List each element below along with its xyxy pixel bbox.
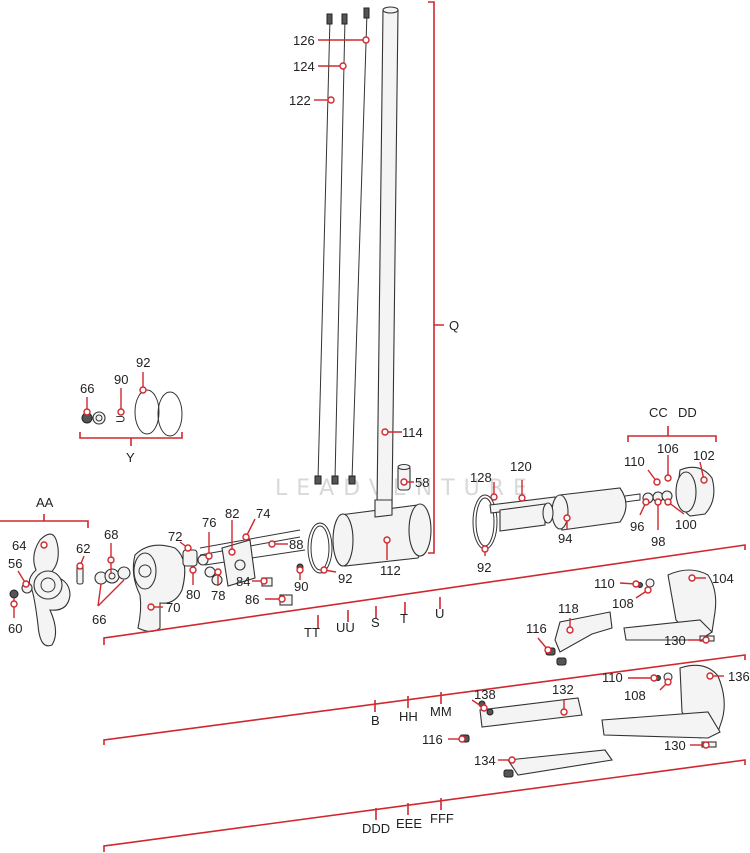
part-label-116-handle1: 116 (526, 621, 547, 636)
armature-94 (559, 487, 627, 531)
svg-text:⊃: ⊃ (115, 411, 126, 426)
part-label-92-armature: 92 (477, 560, 491, 575)
part-label-124: 124 (293, 59, 315, 74)
part-label-114: 114 (402, 425, 423, 440)
part-label-76: 76 (202, 515, 216, 530)
handle-134 (507, 749, 613, 776)
part-label-86: 86 (245, 592, 259, 607)
part-label-56: 56 (8, 556, 22, 571)
assembly-label-B: B (371, 713, 380, 728)
divider-line-2 (103, 654, 746, 745)
part-label-104: 104 (712, 571, 734, 586)
part-label-62: 62 (76, 541, 90, 556)
part-label-78: 78 (211, 588, 225, 603)
propeller-group: 64 62 56 60 68 66 70 (8, 527, 186, 647)
part-label-66-prop: 66 (92, 612, 106, 627)
part-label-90-motor: 90 (294, 579, 308, 594)
wire-122 (317, 17, 331, 481)
wire-124-terminal (341, 13, 348, 25)
kit-y-parts: ⊃ 66 90 92 (80, 355, 183, 437)
part-label-110-handle1: 110 (594, 576, 615, 591)
part-label-70: 70 (166, 600, 180, 615)
assembly-label-TT: TT (304, 625, 320, 640)
assembly-label-AA: AA (36, 495, 54, 510)
part-label-132: 132 (552, 682, 574, 697)
assembly-label-DD: DD (678, 405, 697, 420)
part-label-110-endcap: 110 (624, 454, 645, 469)
part-label-102: 102 (693, 448, 715, 463)
part-label-94: 94 (558, 531, 572, 546)
part-label-98: 98 (651, 534, 665, 549)
divider-line-1 (103, 544, 746, 645)
bearing-72 (182, 549, 198, 567)
end-cap-group: 110 106 102 96 98 100 (624, 441, 715, 549)
part-label-122: 122 (289, 93, 311, 108)
part-label-92-kit: 92 (136, 355, 150, 370)
part-label-60: 60 (8, 621, 22, 636)
part-label-100: 100 (675, 517, 697, 532)
bracket-CC-DD (627, 426, 717, 442)
part-label-106: 106 (657, 441, 679, 456)
callouts-shaft: 126 124 122 114 58 112 92 (289, 33, 429, 586)
assembly-label-T: T (400, 611, 408, 626)
part-label-80: 80 (186, 587, 200, 602)
part-label-92-housing: 92 (338, 571, 352, 586)
tiller-arm-118 (554, 611, 613, 653)
part-label-108-handle2: 108 (624, 688, 646, 703)
o-ring-92 (307, 522, 333, 574)
part-label-130-handle1: 130 (664, 633, 686, 648)
handle-132 (479, 697, 583, 728)
wire-122-terminal (326, 13, 333, 25)
assembly-label-DDD: DDD (362, 821, 390, 836)
part-label-138: 138 (474, 687, 496, 702)
assembly-label-EEE: EEE (396, 816, 422, 831)
handle-group-1: 110 104 108 118 116 130 (526, 569, 734, 666)
wire-126-terminal (363, 7, 370, 19)
part-label-126: 126 (293, 33, 315, 48)
part-label-136: 136 (728, 669, 750, 684)
part-label-134: 134 (474, 753, 496, 768)
o-ring-92-armature (472, 494, 498, 550)
part-label-72: 72 (168, 529, 182, 544)
part-label-58: 58 (415, 475, 429, 490)
motor-internals: 72 76 82 74 88 80 78 84 90 86 (168, 506, 308, 607)
armature-group: 128 120 92 94 (470, 459, 641, 575)
wire-124 (334, 17, 346, 481)
assembly-label-Y: Y (126, 450, 135, 465)
assembly-label-Q: Q (449, 318, 459, 333)
assembly-label-S: S (371, 615, 380, 630)
part-label-96: 96 (630, 519, 644, 534)
assembly-label-U: U (435, 606, 444, 621)
part-label-74: 74 (256, 506, 270, 521)
bracket-Q (428, 1, 444, 554)
assembly-label-HH: HH (399, 709, 418, 724)
assembly-label-CC: CC (649, 405, 668, 420)
part-label-128: 128 (470, 470, 492, 485)
part-label-66-kit: 66 (80, 381, 94, 396)
part-label-130-handle2: 130 (664, 738, 686, 753)
part-label-118: 118 (558, 601, 579, 616)
divider-line-3 (103, 759, 746, 852)
bracket-Y (79, 432, 183, 446)
handle-group-2: 110 136 108 138 132 116 134 130 (422, 664, 750, 778)
part-label-112: 112 (380, 563, 401, 578)
bracket-AA (0, 514, 89, 528)
part-label-110-handle2: 110 (602, 670, 623, 685)
assembly-label-UU: UU (336, 620, 355, 635)
part-label-68: 68 (104, 527, 118, 542)
wire-126 (351, 11, 368, 481)
part-label-84: 84 (236, 574, 250, 589)
part-label-120: 120 (510, 459, 532, 474)
part-label-90-kit: 90 (114, 372, 128, 387)
part-label-88: 88 (289, 537, 303, 552)
assembly-label-MM: MM (430, 704, 452, 719)
part-label-82: 82 (225, 506, 239, 521)
part-label-116-handle2: 116 (422, 732, 443, 747)
assembly-label-FFF: FFF (430, 811, 454, 826)
part-label-64: 64 (12, 538, 26, 553)
part-label-108-handle1: 108 (612, 596, 634, 611)
